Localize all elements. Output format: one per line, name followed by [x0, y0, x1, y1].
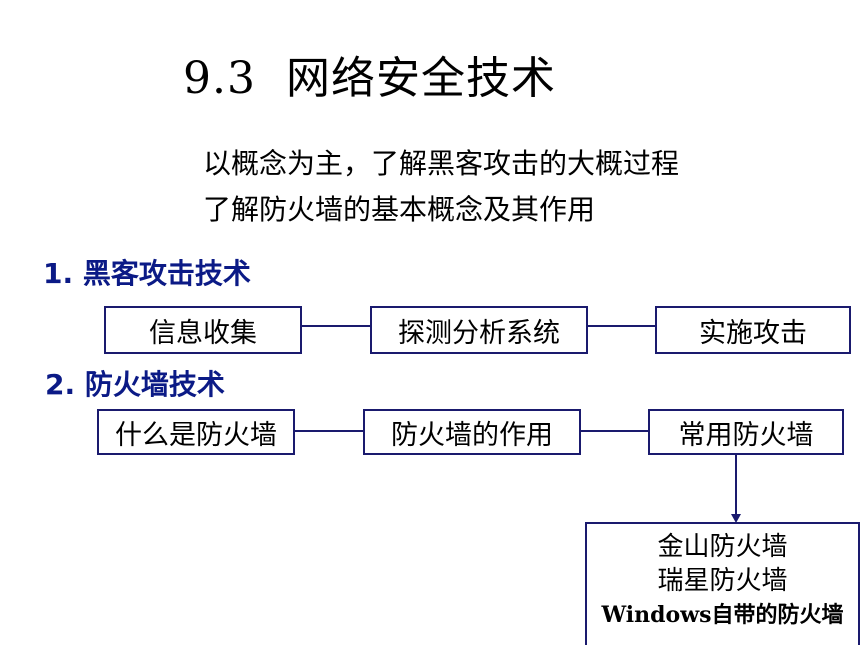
connector-line [581, 430, 648, 432]
connector-line [588, 325, 655, 327]
hacker-section-heading: 1. 黑客攻击技术 [43, 257, 251, 290]
firewall-kingsoft: 金山防火墙 [657, 532, 788, 562]
goal-1: 以概念为主，了解黑客攻击的大概过程 [203, 147, 680, 180]
firewall-step-what: 什么是防火墙 [97, 409, 295, 455]
hacker-step-attack: 实施攻击 [655, 306, 851, 354]
connector-line [295, 430, 363, 432]
arrow-down-icon [731, 514, 741, 523]
firewall-rising: 瑞星防火墙 [657, 566, 788, 596]
hacker-step-analyze: 探测分析系统 [370, 306, 588, 354]
hacker-step-collect: 信息收集 [104, 306, 302, 354]
goal-2: 了解防火墙的基本概念及其作用 [203, 193, 596, 226]
slide-title: 9.3 网络安全技术 [183, 53, 556, 104]
connector-line [302, 325, 370, 327]
arrow-line [735, 455, 737, 515]
firewall-step-common: 常用防火墙 [648, 409, 844, 455]
common-firewall-list: 金山防火墙 瑞星防火墙 Windows自带的防火墙 [585, 522, 860, 645]
firewall-step-role: 防火墙的作用 [363, 409, 581, 455]
firewall-windows: Windows自带的防火墙 [601, 602, 844, 628]
firewall-section-heading: 2. 防火墙技术 [45, 368, 225, 401]
